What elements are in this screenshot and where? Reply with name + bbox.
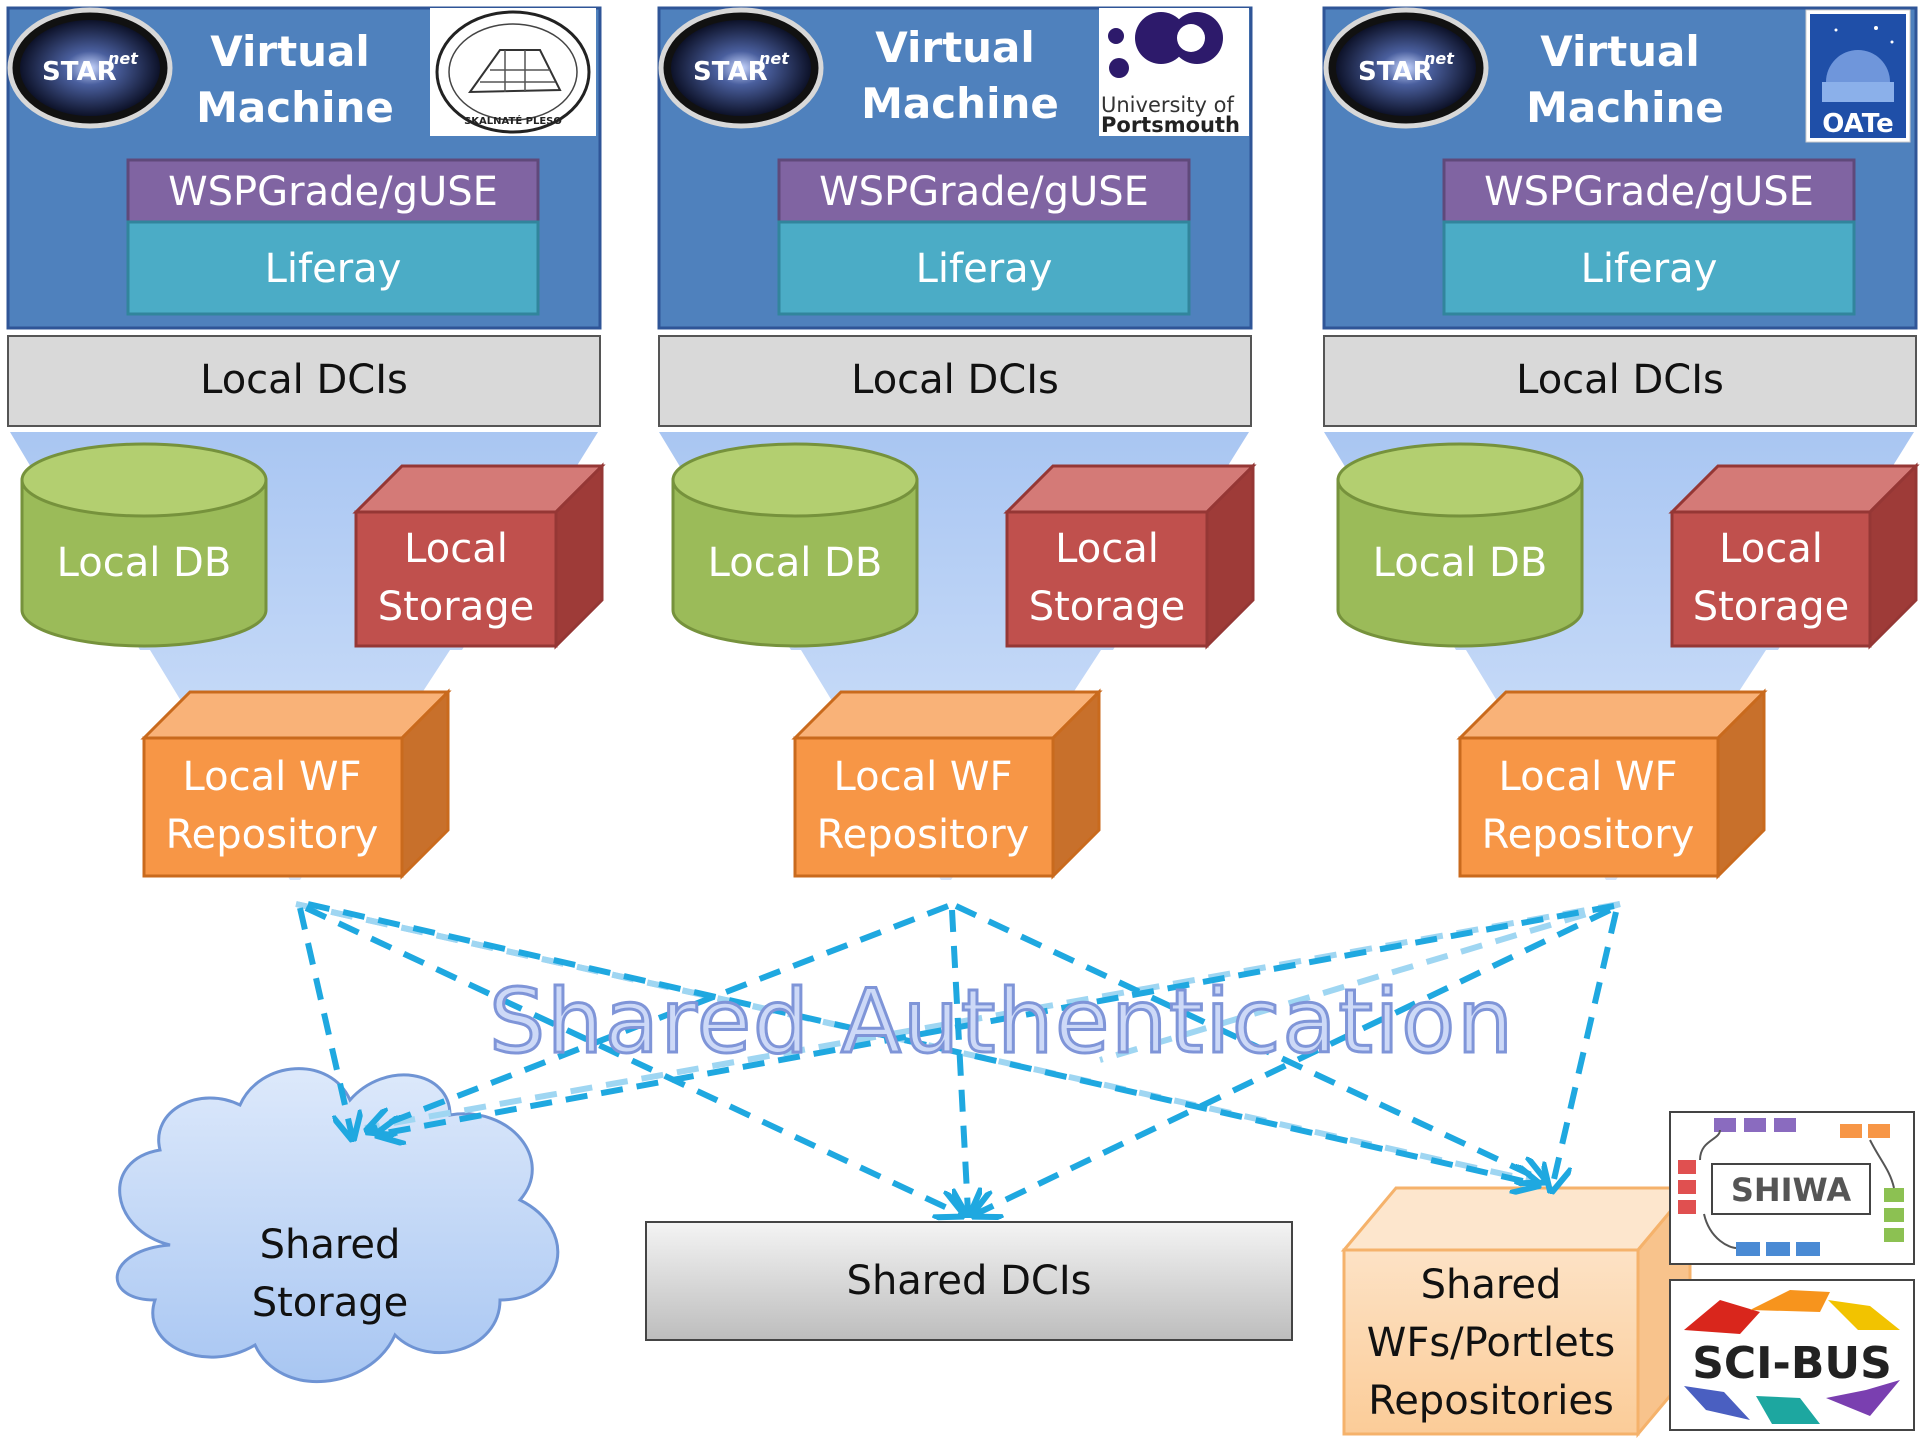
local-db-cylinder bbox=[20, 442, 268, 648]
local-dcis-box bbox=[7, 335, 601, 427]
local-wf-repo-line1: Local WF bbox=[183, 754, 362, 800]
local-storage-line2: Storage bbox=[1029, 584, 1186, 630]
local-storage-line1: Local bbox=[1055, 526, 1159, 572]
shared-storage-line2: Storage bbox=[252, 1280, 409, 1326]
local-wf-repo-line1: Local WF bbox=[1499, 754, 1678, 800]
local-storage-cube bbox=[1003, 462, 1257, 650]
column-2: STAR net Virtual Machine University of P… bbox=[657, 6, 1257, 880]
local-storage-cube bbox=[1668, 462, 1920, 650]
sci-bus-logo-text: SCI-BUS bbox=[1692, 1338, 1892, 1389]
oate-logo: OATe bbox=[1805, 9, 1911, 143]
local-storage-line1: Local bbox=[404, 526, 508, 572]
shared-storage-cloud bbox=[115, 1067, 560, 1384]
local-storage-line2: Storage bbox=[1693, 584, 1850, 630]
vm-title-line2: Machine bbox=[1526, 83, 1724, 132]
liferay-bar bbox=[777, 220, 1191, 316]
shiwa-logo-text: SHIWA bbox=[1731, 1171, 1852, 1209]
portal-label: WSPGrade/gUSE bbox=[819, 169, 1149, 215]
vm-title-line1: Virtual bbox=[875, 23, 1035, 72]
portal-bar bbox=[1442, 158, 1856, 224]
local-wf-repository-cube bbox=[791, 688, 1103, 880]
starnet-logo: STAR net bbox=[7, 7, 173, 129]
oate-logo-text: OATe bbox=[1822, 109, 1893, 139]
starnet-logo: STAR net bbox=[1323, 7, 1489, 129]
portal-bar bbox=[777, 158, 1191, 224]
connection-arrows-front bbox=[297, 901, 1619, 1214]
shared-authentication-label: Shared Authentication bbox=[489, 970, 1515, 1073]
vm-title-line1: Virtual bbox=[210, 27, 370, 76]
local-wf-repo-line1: Local WF bbox=[834, 754, 1013, 800]
starnet-logo-text: STAR bbox=[1358, 57, 1433, 87]
local-dcis-label: Local DCIs bbox=[851, 357, 1059, 403]
local-wf-repo-line2: Repository bbox=[817, 812, 1030, 858]
local-storage-line1: Local bbox=[1719, 526, 1823, 572]
skalnate-logo-text: SKALNATÉ PLESO bbox=[464, 114, 562, 127]
portsmouth-logo-line2: Portsmouth bbox=[1101, 113, 1240, 137]
local-db-label: Local DB bbox=[57, 540, 232, 586]
local-dcis-label: Local DCIs bbox=[200, 357, 408, 403]
skalnate-pleso-logo: SKALNATÉ PLESO bbox=[430, 8, 596, 136]
liferay-bar bbox=[126, 220, 540, 316]
local-wf-repository-cube bbox=[1456, 688, 1768, 880]
shared-dcis-label: Shared DCIs bbox=[847, 1258, 1092, 1304]
shared-storage-line1: Shared bbox=[260, 1222, 401, 1268]
portal-bar bbox=[126, 158, 540, 224]
local-dcis-label: Local DCIs bbox=[1516, 357, 1724, 403]
shared-dcis-box bbox=[645, 1221, 1293, 1341]
shiwa-logo: SHIWA bbox=[1669, 1111, 1915, 1265]
column-1: STAR net Virtual Machine SKALNATÉ PLESO … bbox=[6, 6, 606, 880]
starnet-logo-sup: net bbox=[1424, 49, 1455, 68]
local-db-label: Local DB bbox=[1373, 540, 1548, 586]
liferay-label: Liferay bbox=[916, 246, 1053, 292]
portsmouth-logo-line1: University of bbox=[1101, 93, 1234, 117]
starnet-logo-text: STAR bbox=[693, 57, 768, 87]
local-storage-cube bbox=[352, 462, 606, 650]
local-db-label: Local DB bbox=[708, 540, 883, 586]
sci-bus-logo: SCI-BUS bbox=[1669, 1279, 1915, 1431]
shared-repos-line3: Repositories bbox=[1368, 1378, 1614, 1424]
liferay-bar bbox=[1442, 220, 1856, 316]
local-wf-repository-cube bbox=[140, 688, 452, 880]
vm-title-line2: Machine bbox=[861, 79, 1059, 128]
university-of-portsmouth-logo: University of Portsmouth bbox=[1099, 8, 1249, 137]
local-db-cylinder bbox=[1336, 442, 1584, 648]
starnet-logo-sup: net bbox=[759, 49, 790, 68]
column-3: STAR net Virtual Machine OATe WSPGrade/g… bbox=[1322, 6, 1920, 880]
starnet-logo-text: STAR bbox=[42, 57, 117, 87]
local-db-cylinder bbox=[671, 442, 919, 648]
local-wf-repo-line2: Repository bbox=[166, 812, 379, 858]
portal-label: WSPGrade/gUSE bbox=[168, 169, 498, 215]
local-storage-line2: Storage bbox=[378, 584, 535, 630]
liferay-label: Liferay bbox=[265, 246, 402, 292]
liferay-label: Liferay bbox=[1581, 246, 1718, 292]
starnet-logo-sup: net bbox=[108, 49, 139, 68]
local-dcis-box bbox=[1323, 335, 1917, 427]
vm-title-line1: Virtual bbox=[1540, 27, 1700, 76]
shared-repos-line2: WFs/Portlets bbox=[1367, 1320, 1615, 1366]
local-dcis-box bbox=[658, 335, 1252, 427]
shared-repos-line1: Shared bbox=[1421, 1262, 1562, 1308]
local-wf-repo-line2: Repository bbox=[1482, 812, 1695, 858]
starnet-logo: STAR net bbox=[658, 7, 824, 129]
vm-title-line2: Machine bbox=[196, 83, 394, 132]
portal-label: WSPGrade/gUSE bbox=[1484, 169, 1814, 215]
